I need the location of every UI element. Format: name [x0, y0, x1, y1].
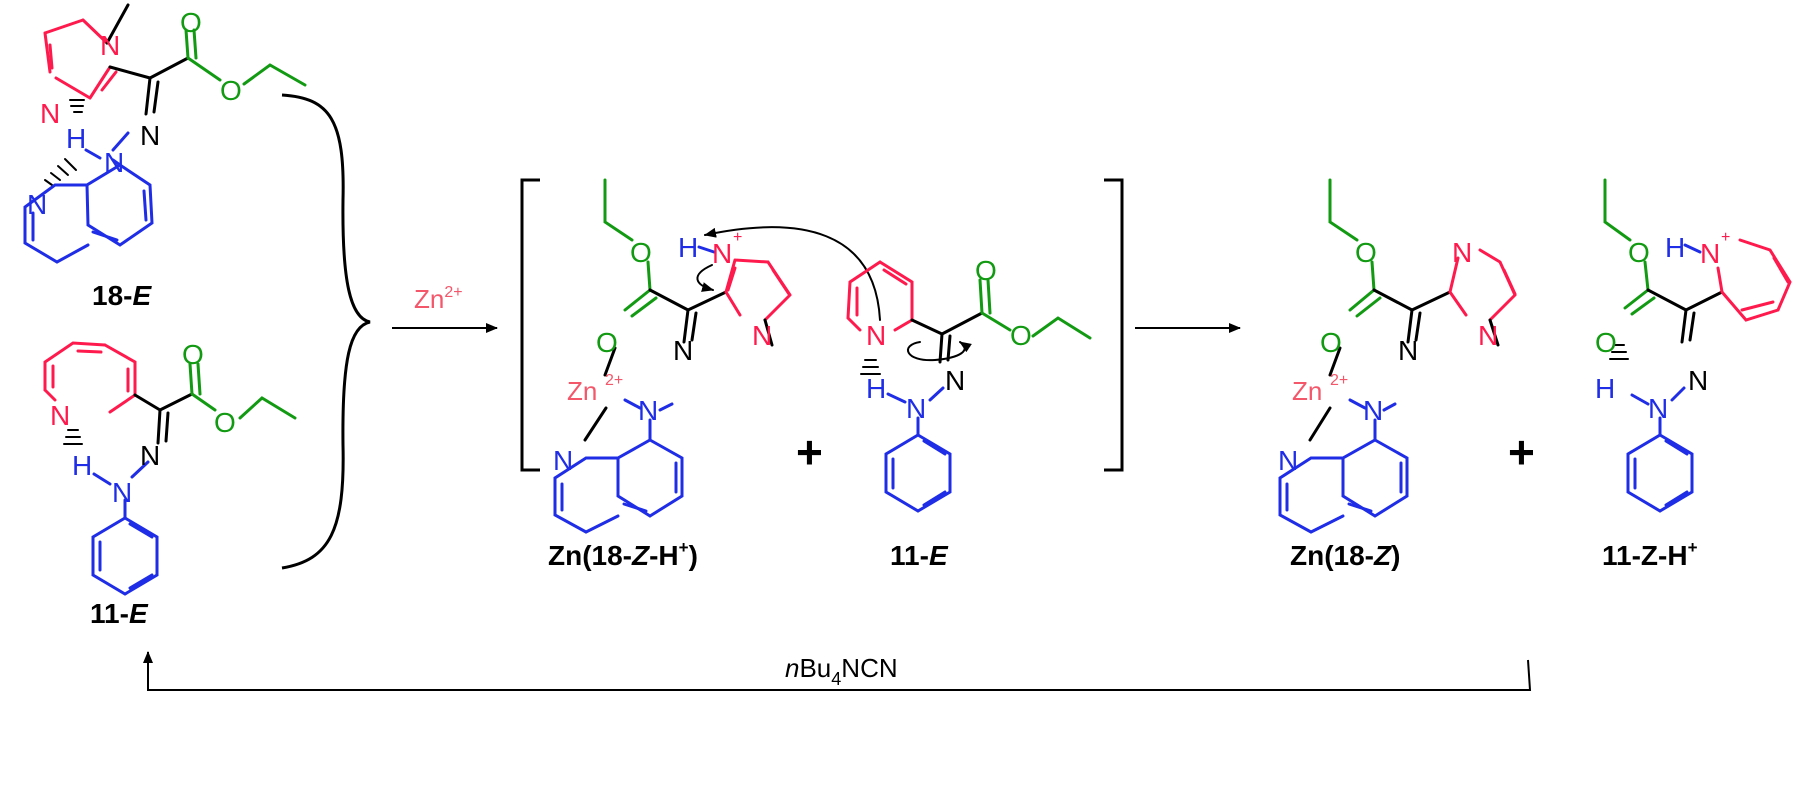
atom-N: N: [866, 320, 886, 351]
molecule-Zn-18-Z: [1278, 178, 1517, 534]
atom-H: H: [1595, 373, 1615, 404]
molecule-11-Z-H: [1603, 178, 1792, 513]
plus-sign: +: [1508, 426, 1535, 478]
atom-N: N: [1452, 237, 1472, 268]
atom-O: O: [182, 339, 204, 370]
label-Zn-18-Z-H: Zn(18-Z-H+): [548, 538, 698, 571]
atom-H: H: [866, 373, 886, 404]
atom-Zn: Zn: [567, 376, 597, 406]
atom-O: O: [1320, 327, 1342, 358]
atom-N: N: [140, 120, 160, 151]
molecule-11-E-mid: [846, 260, 1092, 513]
atom-N: N: [1700, 238, 1720, 269]
atom-N: N: [112, 477, 132, 508]
atom-N: N: [553, 445, 573, 476]
atom-N: N: [1278, 445, 1298, 476]
atom-H: H: [678, 232, 698, 263]
atom-H: H: [1665, 232, 1685, 263]
atom-N: N: [1688, 365, 1708, 396]
bracket-right: [1104, 178, 1124, 472]
atom-N: N: [104, 147, 124, 178]
atom-H: H: [66, 123, 86, 154]
molecule-Zn-18-Z-atoms: O O N N N Zn 2+ N N: [1278, 237, 1498, 476]
atom-N: N: [906, 393, 926, 424]
label-11-E-mid: 11-E: [890, 540, 949, 571]
charge-plus: +: [733, 229, 742, 246]
bracket-left: [520, 178, 540, 472]
atom-N: N: [638, 395, 658, 426]
atom-N: N: [140, 440, 160, 471]
label-Zn-18-Z: Zn(18-Z): [1290, 540, 1400, 571]
atom-O: O: [630, 237, 652, 268]
atom-O: O: [180, 7, 202, 38]
label-11-E-left: 11-E: [90, 598, 149, 629]
atom-H: H: [72, 450, 92, 481]
atom-N: N: [50, 400, 70, 431]
atom-O: O: [1595, 327, 1617, 358]
atom-O: O: [596, 327, 618, 358]
atom-N: N: [1363, 395, 1383, 426]
atom-N: N: [1648, 393, 1668, 424]
label-18-E: 18-E: [92, 280, 152, 311]
molecule-18-E: [23, 3, 307, 264]
molecule-Zn-18-Z-H: [553, 178, 881, 534]
atom-N: N: [712, 238, 732, 269]
molecule-18-E-atoms: N N O O N H N N: [27, 7, 242, 220]
atom-N: N: [1478, 320, 1498, 351]
charge-zn: 2+: [1330, 372, 1348, 389]
reagent-zinc: Zn2+: [414, 284, 463, 314]
charge-plus: +: [1721, 229, 1730, 246]
molecule-11-Z-H-atoms: O O H N + N H N: [1595, 229, 1730, 424]
reagent-cyanide: nBu4NCN: [785, 653, 898, 689]
molecule-11-E-left: [43, 341, 297, 596]
curly-brace: [281, 93, 371, 570]
arrow-recycle: [143, 651, 1532, 691]
atom-Zn: Zn: [1292, 376, 1322, 406]
atom-O: O: [1355, 237, 1377, 268]
atom-O: O: [1010, 320, 1032, 351]
plus-sign: +: [796, 426, 823, 478]
atom-N: N: [27, 189, 47, 220]
atom-N: N: [945, 365, 965, 396]
atom-O: O: [220, 75, 242, 106]
molecule-11-E-mid-atoms: N O O N H N: [866, 255, 1032, 424]
atom-N: N: [752, 320, 772, 351]
label-11-Z-H: 11-Z-H+: [1602, 538, 1698, 571]
atom-O: O: [1628, 237, 1650, 268]
molecule-Zn-18-Z-H-atoms: O O H N + N N Zn 2+ N N: [553, 229, 772, 476]
atom-N: N: [673, 335, 693, 366]
atom-N: N: [40, 98, 60, 129]
atom-O: O: [975, 255, 997, 286]
atom-N: N: [1398, 335, 1418, 366]
atom-N: N: [100, 30, 120, 61]
charge-zn: 2+: [605, 372, 623, 389]
atom-O: O: [214, 407, 236, 438]
molecule-11-E-left-atoms: N O O N H N: [50, 339, 236, 508]
